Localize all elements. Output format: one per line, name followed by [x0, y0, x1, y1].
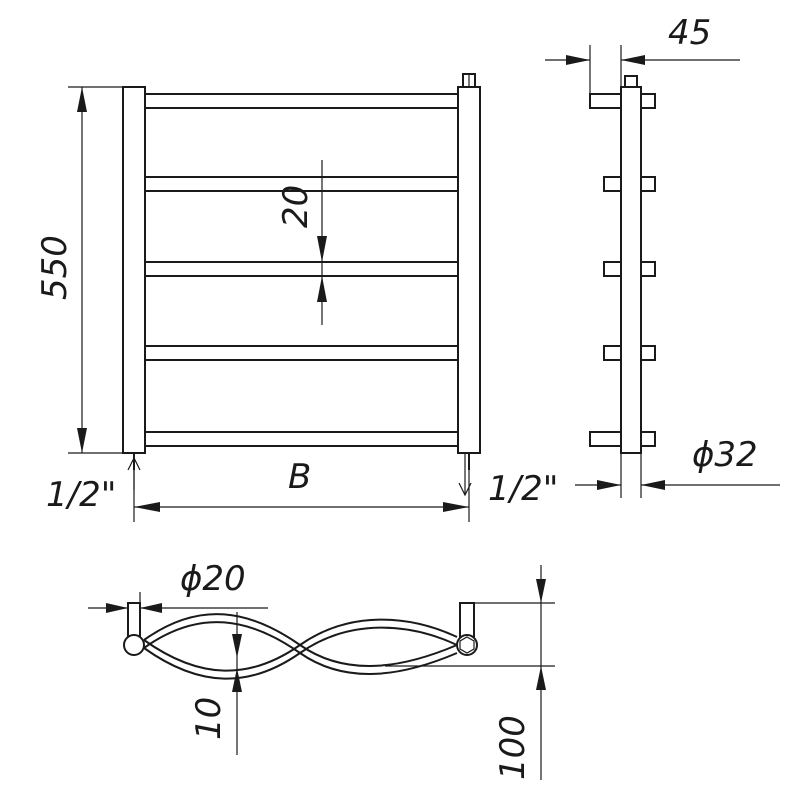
- outlet-arrow: 1/2": [458, 453, 558, 509]
- outlet-label: 1/2": [488, 469, 558, 509]
- wall-offset-dimension: 100: [385, 565, 555, 780]
- crossbar: [144, 176, 459, 192]
- left-riser-pipe: [122, 86, 146, 454]
- wall-offset-label: 100: [493, 715, 533, 780]
- top-view: ϕ20 10 100: [88, 559, 555, 780]
- height-dimension: 550: [35, 86, 123, 454]
- height-label: 550: [35, 235, 75, 300]
- rod-diameter-label: ϕ20: [180, 559, 246, 599]
- wavy-crossbars: [143, 613, 458, 680]
- width-label: B: [288, 457, 311, 497]
- rod-diameter-dimension: ϕ20: [88, 559, 268, 625]
- side-cap: [624, 75, 638, 88]
- depth-dimension: 45: [545, 13, 740, 94]
- width-dimension: B: [133, 457, 470, 522]
- crossbar: [144, 345, 459, 361]
- crossbar: [144, 93, 459, 109]
- top-right-hex-nut: [459, 636, 475, 654]
- front-view: 550 20 B 1/2" 1/2": [35, 73, 558, 522]
- crossbar: [144, 431, 459, 447]
- inlet-label: 1/2": [46, 475, 116, 515]
- pipe-diameter-label: ϕ32: [692, 435, 758, 475]
- right-riser-pipe: [457, 86, 481, 454]
- top-left-pipe-end: [123, 634, 145, 656]
- side-view: 45 ϕ32: [545, 13, 780, 498]
- top-left-riser: [127, 602, 141, 640]
- crossbars: [144, 93, 459, 447]
- gap-label: 20: [276, 185, 316, 228]
- rod-gap-dimension: 10: [189, 612, 242, 755]
- rod-gap-label: 10: [189, 697, 229, 740]
- depth-label: 45: [668, 13, 711, 53]
- crossbar: [144, 261, 459, 277]
- pipe-diameter-dimension: ϕ32: [575, 435, 780, 498]
- top-right-riser: [459, 602, 475, 640]
- inlet-arrow: 1/2": [46, 456, 141, 515]
- gap-dimension: 20: [276, 160, 327, 325]
